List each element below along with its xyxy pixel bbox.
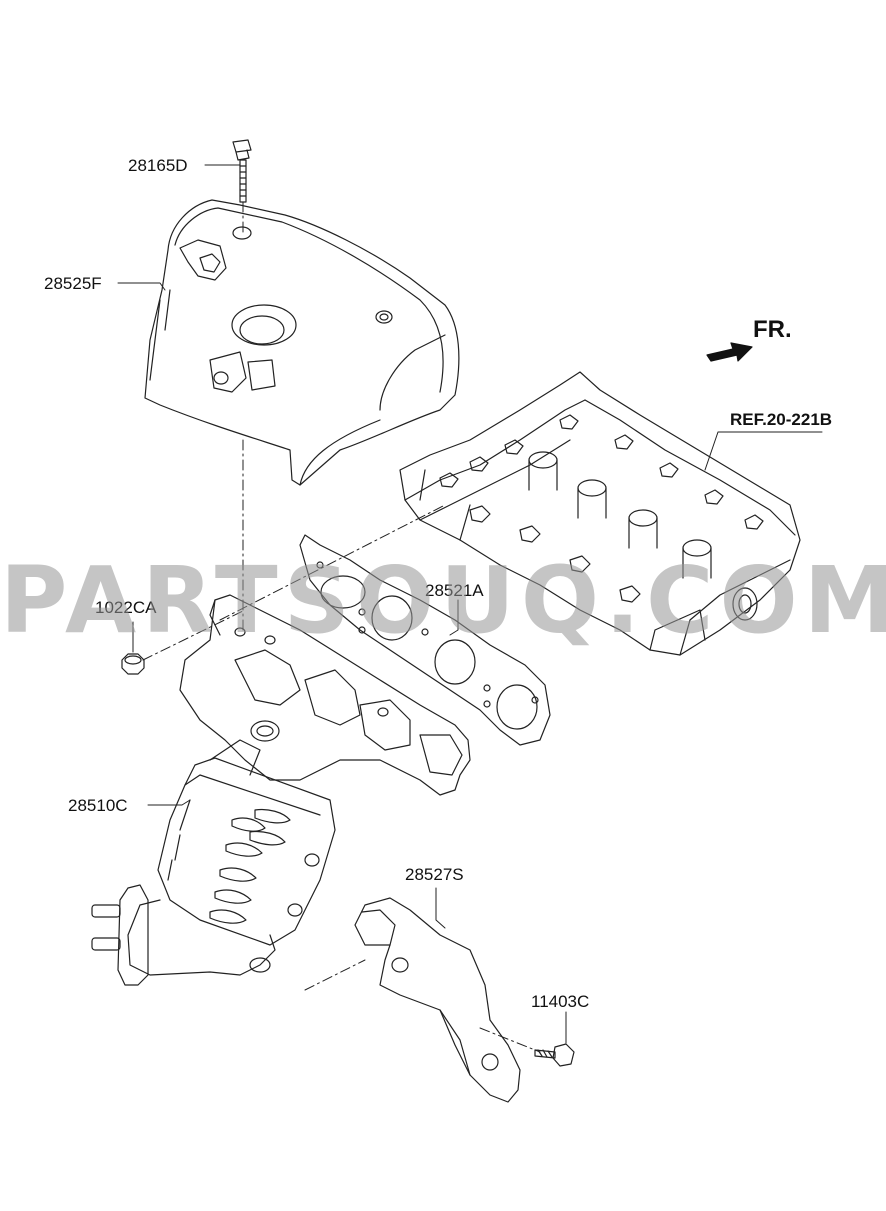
heat-shield-icon: [144, 199, 460, 486]
label-cylinder-head-ref: REF.20-221B: [730, 410, 833, 429]
label-bolt-top: 28165D: [128, 156, 188, 175]
label-bracket: 28527S: [405, 865, 464, 884]
bolt-top-icon: [232, 139, 252, 203]
label-front: FR.: [753, 316, 792, 343]
cylinder-head-icon: [399, 371, 801, 656]
arrow-right-icon: [706, 342, 753, 362]
label-bolt-bracket: 11403C: [531, 992, 590, 1011]
nut-icon: [121, 653, 145, 675]
manifold-catalyst-icon: [91, 594, 471, 986]
label-heat-shield: 28525F: [44, 274, 102, 293]
label-nut: 1022CA: [95, 598, 157, 617]
bracket-icon: [354, 897, 521, 1103]
bolt-bracket-icon: [534, 1043, 575, 1067]
label-manifold-catalyst: 28510C: [68, 796, 128, 815]
gasket-icon: [299, 534, 551, 746]
label-gasket: 28521A: [425, 581, 484, 600]
